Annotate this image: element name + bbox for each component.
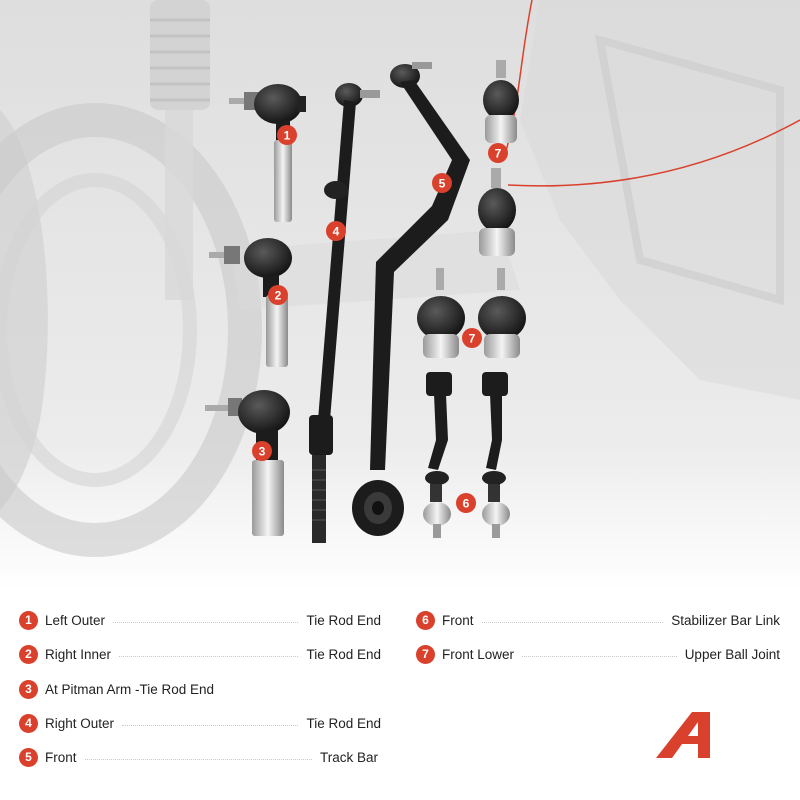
- callout-number: 2: [275, 289, 282, 303]
- callout-number: 4: [333, 225, 340, 239]
- legend-item: 5 Front Track Bar: [19, 745, 378, 769]
- legend-part-name: Track Bar: [319, 749, 378, 765]
- legend-number-badge: 7: [416, 644, 435, 664]
- legend-position: Left Outer: [45, 612, 106, 628]
- callout-number: 1: [284, 129, 291, 143]
- legend-position: Right Inner: [45, 646, 112, 662]
- stabilizer-link-left: [423, 372, 452, 538]
- legend-item: 6 Front Stabilizer Bar Link: [416, 608, 780, 632]
- leader-dots: [481, 621, 664, 623]
- callout-number: 7: [495, 147, 502, 161]
- legend-number-badge: 1: [19, 610, 38, 630]
- leader-dots: [119, 655, 299, 657]
- legend-part-name: Stabilizer Bar Link: [671, 612, 780, 628]
- legend-item: 4 Right Outer Tie Rod End: [19, 711, 381, 735]
- ball-joint-top: [483, 60, 519, 143]
- callout-badge: 4: [326, 221, 346, 241]
- callout-number: 7: [469, 332, 476, 346]
- legend-number-badge: 6: [416, 610, 435, 630]
- leader-dots: [522, 655, 677, 657]
- legend-number-badge: 3: [19, 679, 38, 699]
- accent-line: [507, 119, 800, 187]
- legend-part-name: Tie Rod End: [306, 715, 381, 731]
- legend-position: Front: [442, 612, 474, 628]
- stabilizer-link-right: [482, 372, 510, 538]
- legend-part-name: Tie Rod End: [306, 646, 381, 662]
- legend-part-name: Tie Rod End: [306, 612, 381, 628]
- leader-dots: [122, 724, 299, 726]
- legend-position: At Pitman Arm -Tie Rod End: [45, 681, 215, 697]
- callout-number: 5: [439, 177, 446, 191]
- ball-joint-lower-left: [417, 268, 465, 358]
- leader-dots: [84, 758, 312, 760]
- ball-joint-middle: [478, 168, 516, 256]
- callout-badge: 7: [462, 328, 482, 348]
- legend-item: 3 At Pitman Arm -Tie Rod End: [19, 677, 381, 701]
- legend-position: Right Outer: [45, 715, 115, 731]
- legend-part-name: Upper Ball Joint: [684, 646, 780, 662]
- callout-number: 6: [463, 497, 470, 511]
- tie-rod-right-outer: [309, 83, 380, 543]
- legend-item: 7 Front Lower Upper Ball Joint: [416, 642, 780, 666]
- legend-position: Front Lower: [442, 646, 515, 662]
- legend-number-badge: 5: [19, 747, 38, 767]
- tie-rod-end-pitman-arm: [205, 390, 290, 536]
- ball-joint-lower-right: [478, 268, 526, 358]
- parts-photo: 1 2 3 4 5 6 7: [0, 0, 800, 590]
- callout-badge: 1: [277, 125, 297, 145]
- legend-number-badge: 4: [19, 713, 38, 733]
- callout-number: 3: [259, 445, 266, 459]
- callout-badge: 2: [268, 285, 288, 305]
- legend-position: Front: [45, 749, 77, 765]
- legend-number-badge: 2: [19, 644, 38, 664]
- callout-badge: 5: [432, 173, 452, 193]
- callout-badge: 7: [488, 143, 508, 163]
- brand-logo-icon: [656, 712, 710, 758]
- tie-rod-end-right-inner: [209, 238, 292, 367]
- callout-badge: 3: [252, 441, 272, 461]
- leader-dots: [113, 621, 299, 623]
- legend-item: 2 Right Inner Tie Rod End: [19, 642, 381, 666]
- callout-badge: 6: [456, 493, 476, 513]
- legend-item: 1 Left Outer Tie Rod End: [19, 608, 381, 632]
- background-vehicle: [0, 0, 800, 590]
